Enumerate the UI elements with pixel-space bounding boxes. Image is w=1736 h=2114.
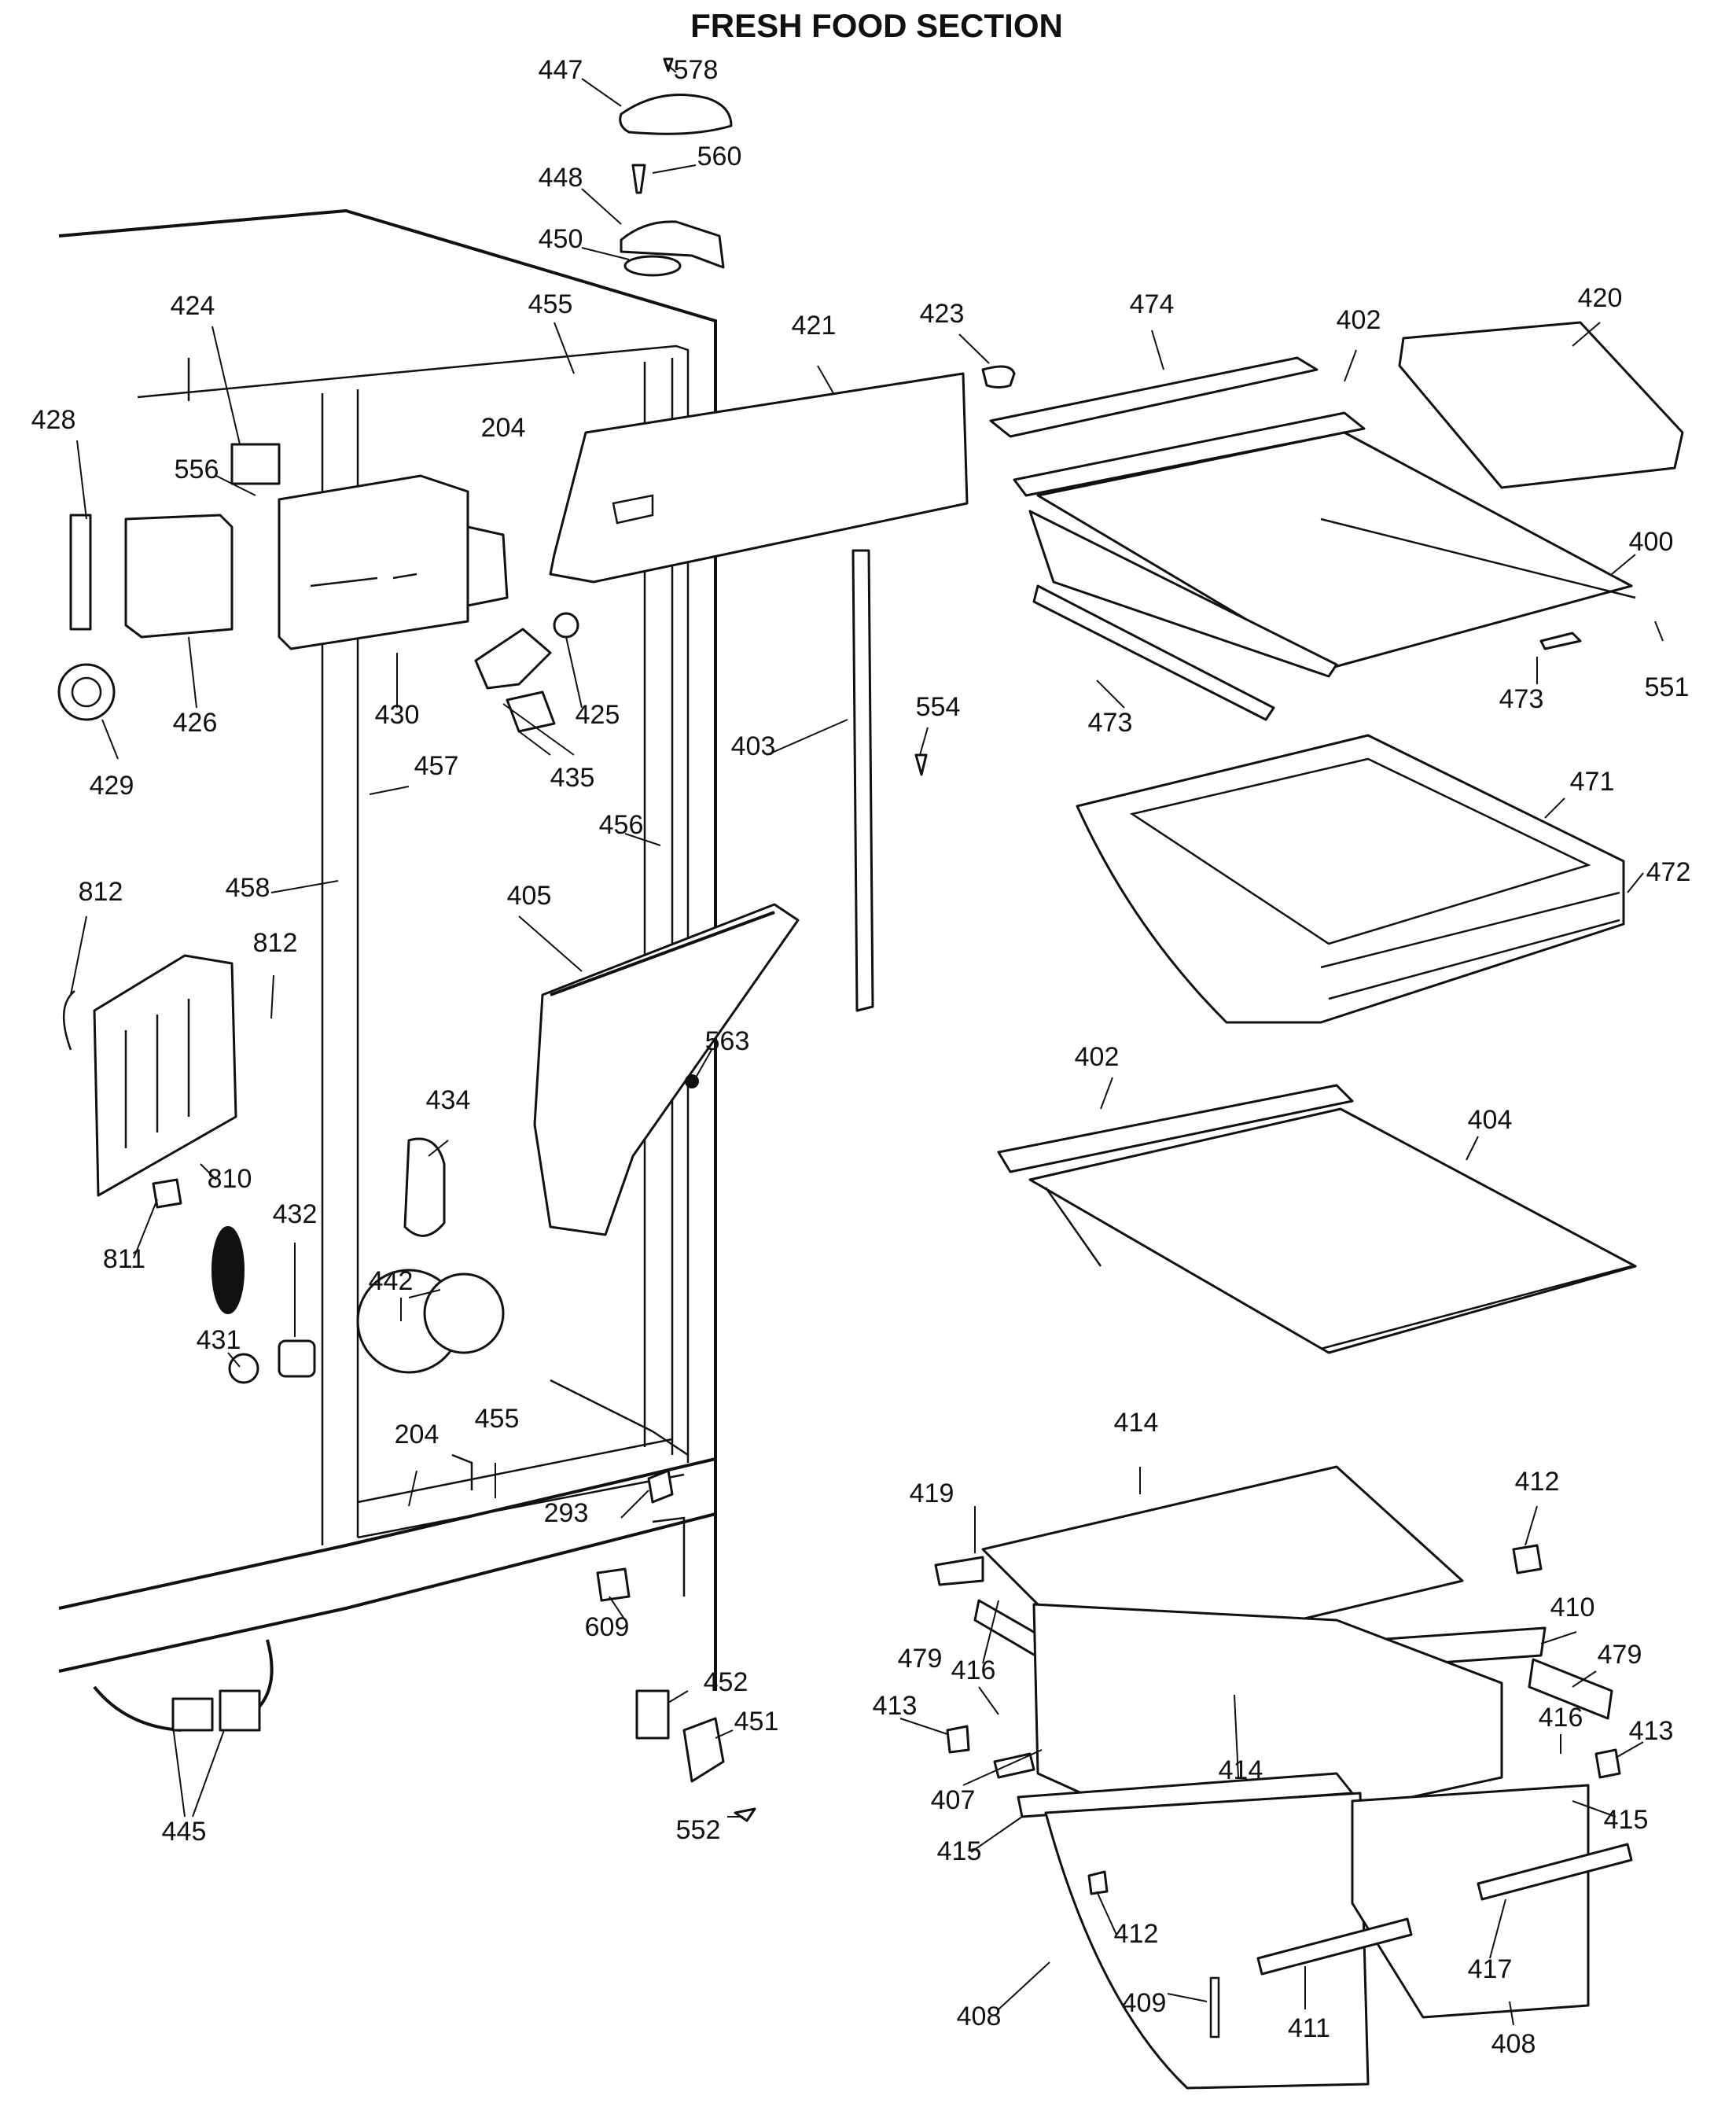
part-label: 552 bbox=[676, 1815, 721, 1845]
part-label: 425 bbox=[576, 700, 620, 730]
part-label: 451 bbox=[734, 1707, 779, 1736]
crisper-assembly bbox=[934, 1465, 1633, 2090]
part-label: 428 bbox=[31, 405, 76, 435]
part-label: 424 bbox=[171, 291, 215, 321]
part-label: 204 bbox=[481, 413, 526, 443]
part-label: 293 bbox=[544, 1498, 589, 1528]
part-label: 560 bbox=[697, 142, 742, 171]
part-label: 447 bbox=[539, 55, 583, 85]
part-label: 404 bbox=[1468, 1105, 1513, 1135]
part-label: 413 bbox=[1629, 1716, 1674, 1746]
part-label: 407 bbox=[931, 1785, 976, 1815]
part-label: 421 bbox=[792, 311, 837, 341]
part-labels: 447 578 448 560 450 455 421 423 474 402 420 424 204 4… bbox=[31, 55, 1691, 2059]
part-label: 471 bbox=[1570, 767, 1615, 797]
part-label: 400 bbox=[1629, 527, 1674, 557]
part-label: 479 bbox=[898, 1644, 943, 1674]
part-label: 410 bbox=[1550, 1593, 1595, 1622]
part-label: 474 bbox=[1130, 289, 1175, 319]
part-label: 204 bbox=[395, 1420, 440, 1449]
part-label: 448 bbox=[539, 163, 583, 193]
part-label: 414 bbox=[1219, 1755, 1263, 1785]
part-label: 412 bbox=[1515, 1467, 1560, 1497]
top-hinge-parts bbox=[619, 57, 733, 277]
part-label: 609 bbox=[585, 1612, 630, 1642]
part-label: 414 bbox=[1114, 1408, 1159, 1438]
part-label: 412 bbox=[1114, 1919, 1159, 1949]
part-label: 450 bbox=[539, 224, 583, 254]
part-label: 457 bbox=[414, 751, 459, 781]
part-label: 408 bbox=[957, 2002, 1002, 2031]
part-label: 409 bbox=[1122, 1988, 1167, 2018]
part-label: 556 bbox=[175, 455, 219, 484]
part-label: 472 bbox=[1646, 857, 1691, 887]
part-label: 419 bbox=[910, 1479, 954, 1508]
left-side-parts bbox=[62, 954, 756, 1822]
part-label: 811 bbox=[103, 1244, 145, 1274]
part-label: 812 bbox=[253, 928, 298, 958]
part-label: 458 bbox=[226, 873, 270, 903]
part-label: 554 bbox=[916, 692, 961, 722]
part-label: 411 bbox=[1288, 2013, 1330, 2043]
part-label: 578 bbox=[674, 55, 719, 85]
part-label: 455 bbox=[475, 1404, 520, 1434]
part-label: 402 bbox=[1075, 1042, 1120, 1072]
part-label: 423 bbox=[920, 299, 965, 329]
part-label: 434 bbox=[426, 1085, 471, 1115]
part-label: 442 bbox=[369, 1266, 414, 1296]
part-label: 473 bbox=[1088, 708, 1133, 738]
part-label: 445 bbox=[162, 1817, 207, 1847]
part-label: 456 bbox=[599, 810, 644, 840]
part-label: 420 bbox=[1578, 283, 1623, 313]
part-label: 435 bbox=[550, 763, 595, 793]
diagram-title: FRESH FOOD SECTION bbox=[690, 7, 1063, 44]
part-label: 810 bbox=[208, 1164, 252, 1194]
part-label: 812 bbox=[79, 877, 123, 907]
part-label: 416 bbox=[951, 1655, 996, 1685]
part-label: 415 bbox=[937, 1836, 982, 1866]
part-label: 563 bbox=[705, 1026, 750, 1056]
part-label: 551 bbox=[1645, 672, 1690, 702]
part-label: 402 bbox=[1337, 305, 1381, 335]
part-label: 426 bbox=[173, 708, 218, 738]
part-label: 415 bbox=[1604, 1805, 1649, 1835]
part-label: 455 bbox=[528, 289, 573, 319]
leader-lines bbox=[70, 64, 1664, 2026]
part-label: 479 bbox=[1598, 1640, 1642, 1670]
part-label: 403 bbox=[731, 731, 776, 761]
part-label: 431 bbox=[197, 1325, 241, 1355]
part-label: 417 bbox=[1468, 1954, 1513, 1984]
control-housing-parts bbox=[57, 443, 579, 733]
part-label: 452 bbox=[704, 1667, 748, 1697]
part-label: 416 bbox=[1539, 1703, 1583, 1733]
part-label: 430 bbox=[375, 700, 420, 730]
part-label: 413 bbox=[873, 1691, 918, 1721]
center-parts bbox=[533, 365, 1016, 1236]
shelves-and-drawers bbox=[989, 321, 1684, 1354]
part-label: 432 bbox=[273, 1199, 318, 1229]
part-label: 408 bbox=[1491, 2029, 1536, 2059]
part-label: 473 bbox=[1499, 684, 1544, 714]
part-label: 405 bbox=[507, 881, 552, 911]
part-label: 429 bbox=[90, 771, 134, 801]
